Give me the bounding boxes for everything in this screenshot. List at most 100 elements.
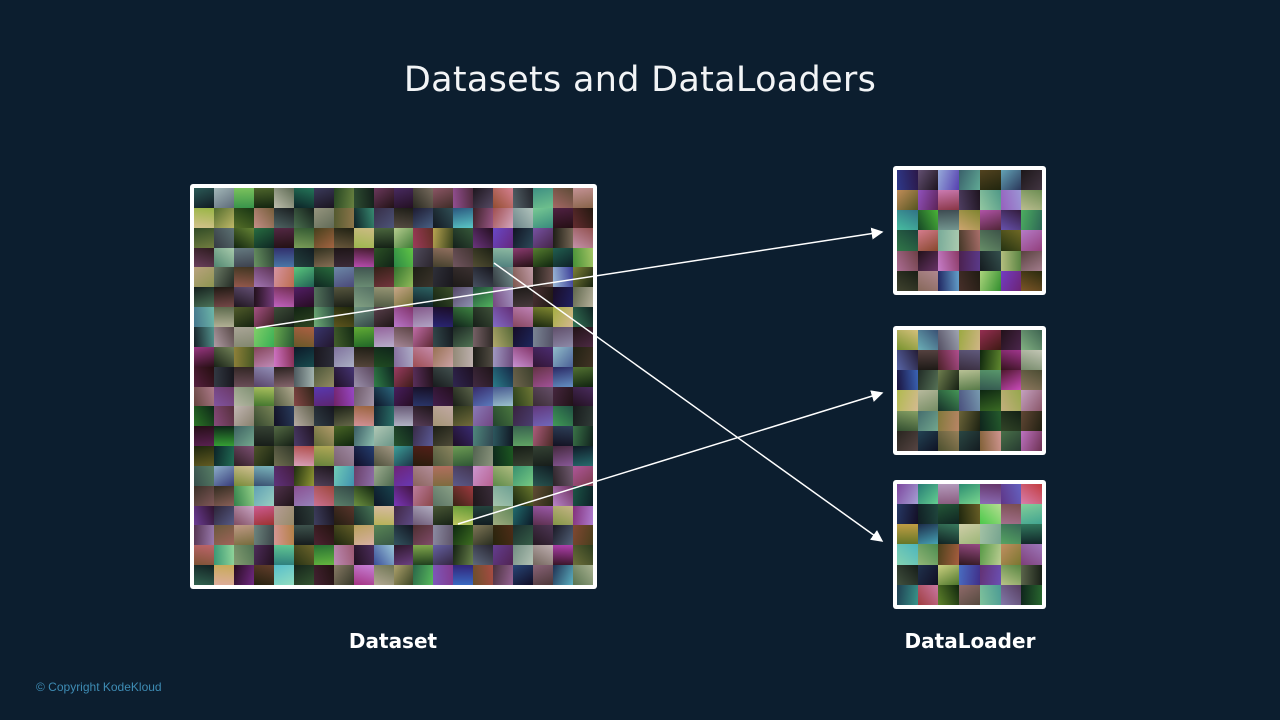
image-tile [938,584,960,605]
image-tile [433,307,454,327]
image-tile [253,426,274,447]
image-tile [533,386,554,407]
image-tile [413,426,434,447]
image-tile [473,326,494,347]
image-tile [1000,410,1022,431]
image-tile [433,406,454,427]
image-tile [253,505,274,526]
image-tile [917,390,939,411]
image-tile [959,230,980,251]
image-tile [453,188,474,208]
image-tile [313,366,334,387]
image-tile [353,565,374,585]
image-tile [1021,410,1042,431]
image-tile [273,446,294,466]
image-tile [194,346,214,367]
image-tile [938,484,960,505]
image-tile [413,505,434,526]
dataset-label: Dataset [348,629,438,653]
image-tile [1021,504,1042,525]
image-tile [233,366,254,387]
image-tile [313,446,334,466]
image-tile [1000,210,1022,231]
image-tile [1021,544,1042,565]
image-tile [293,406,314,427]
image-tile [333,188,354,208]
image-tile [513,525,534,546]
image-tile [1021,350,1042,371]
image-tile [473,426,494,447]
image-tile [917,190,939,211]
image-tile [959,190,980,211]
image-tile [333,465,354,486]
image-tile [393,267,414,288]
image-tile [393,307,414,327]
image-tile [553,326,574,347]
image-tile [253,267,274,288]
image-tile [473,406,494,427]
image-tile [353,267,374,288]
image-tile [453,207,474,228]
image-tile [194,505,214,526]
image-tile [573,326,593,347]
image-tile [373,426,394,447]
image-tile [493,188,514,208]
image-tile [573,505,593,526]
image-tile [897,524,918,545]
image-tile [513,247,534,268]
image-tile [353,485,374,506]
image-tile [273,326,294,347]
image-tile [273,465,294,486]
image-tile [573,247,593,268]
image-tile [453,386,474,407]
image-tile [313,227,334,248]
image-tile [1021,250,1042,271]
image-tile [213,287,234,308]
image-tile [253,485,274,506]
image-tile [473,307,494,327]
image-tile [917,484,939,505]
image-tile [573,386,593,407]
image-tile [353,465,374,486]
image-tile [333,346,354,367]
image-tile [194,267,214,288]
image-tile [333,446,354,466]
image-tile [373,287,394,308]
image-tile [573,207,593,228]
image-tile [959,270,980,291]
image-tile [194,366,214,387]
image-tile [938,350,960,371]
image-tile [393,545,414,566]
image-tile [553,485,574,506]
image-tile [533,505,554,526]
image-tile [313,545,334,566]
image-tile [333,386,354,407]
image-tile [1021,210,1042,231]
image-tile [213,267,234,288]
image-tile [213,485,234,506]
image-tile [897,430,918,451]
image-tile [553,565,574,585]
image-tile [453,227,474,248]
image-tile [493,247,514,268]
image-tile [413,366,434,387]
image-tile [413,247,434,268]
image-tile [213,426,234,447]
image-tile [353,426,374,447]
image-tile [353,545,374,566]
image-tile [979,330,1001,351]
image-tile [553,446,574,466]
image-tile [333,207,354,228]
image-tile [979,484,1001,505]
image-tile [353,505,374,526]
image-tile [493,485,514,506]
image-tile [979,370,1001,391]
image-tile [313,188,334,208]
image-tile [917,350,939,371]
image-tile [513,207,534,228]
image-tile [453,346,474,367]
image-tile [473,227,494,248]
image-tile [313,406,334,427]
image-tile [293,505,314,526]
image-tile [453,545,474,566]
